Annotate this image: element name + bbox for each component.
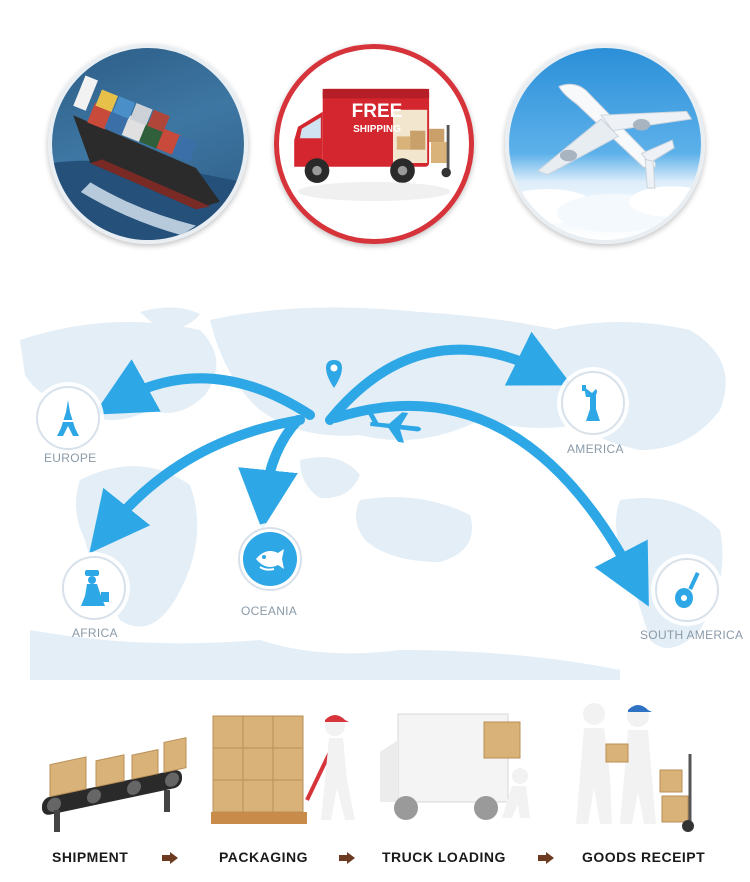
step-label-truck-loading: TRUCK LOADING bbox=[382, 849, 506, 865]
location-pin-icon bbox=[326, 360, 342, 388]
route-arrows bbox=[89, 331, 649, 607]
packaging-illustration bbox=[211, 715, 355, 824]
region-label-oceania: OCEANIA bbox=[241, 604, 298, 618]
step-arrow-icon bbox=[339, 852, 355, 864]
shipment-illustration bbox=[42, 737, 187, 832]
step-label-packaging: PACKAGING bbox=[219, 849, 309, 865]
region-america-node bbox=[561, 371, 625, 435]
region-label-south-america: SOUTH AMERICA bbox=[640, 628, 744, 642]
region-south-america-node bbox=[655, 558, 719, 622]
airplane-illustration bbox=[509, 83, 701, 233]
region-label-africa: AFRICA bbox=[72, 626, 118, 640]
water-carrier-icon bbox=[81, 570, 109, 606]
continent-shapes bbox=[20, 307, 726, 680]
cargo-ship-illustration bbox=[52, 75, 244, 240]
airplane-photo bbox=[505, 44, 705, 244]
route-to-oceania bbox=[238, 415, 303, 530]
route-to-south-america bbox=[330, 400, 649, 607]
fish-icon bbox=[256, 549, 284, 571]
statue-of-liberty-icon bbox=[582, 385, 600, 421]
free-label: FREE bbox=[351, 101, 403, 122]
cargo-ship-photo bbox=[48, 44, 248, 244]
small-plane-icon bbox=[367, 412, 422, 443]
region-europe-node bbox=[36, 386, 100, 450]
route-to-america bbox=[325, 331, 572, 425]
region-label-europe: EUROPE bbox=[44, 451, 97, 465]
goods-receipt-illustration bbox=[576, 703, 694, 832]
world-map bbox=[20, 307, 726, 680]
delivery-truck-illustration bbox=[294, 88, 451, 201]
step-arrow-icon bbox=[162, 852, 178, 864]
step-arrow-icon bbox=[538, 852, 554, 864]
eiffel-tower-icon bbox=[57, 400, 79, 436]
route-to-africa bbox=[89, 415, 305, 554]
truck-loading-illustration bbox=[380, 713, 530, 820]
guitar-icon bbox=[675, 571, 700, 608]
route-to-europe bbox=[93, 359, 315, 420]
free-shipping-truck-photo: FREE SHIPPING bbox=[274, 44, 474, 244]
region-oceania-node bbox=[238, 527, 302, 591]
free-shipping-banner: FREE SHIPPING bbox=[345, 101, 409, 137]
region-africa-node bbox=[62, 556, 126, 620]
step-label-shipment: SHIPMENT bbox=[52, 849, 129, 865]
region-label-america: AMERICA bbox=[567, 442, 624, 456]
shipping-label: SHIPPING bbox=[353, 124, 401, 135]
step-label-goods-receipt: GOODS RECEIPT bbox=[582, 849, 706, 865]
